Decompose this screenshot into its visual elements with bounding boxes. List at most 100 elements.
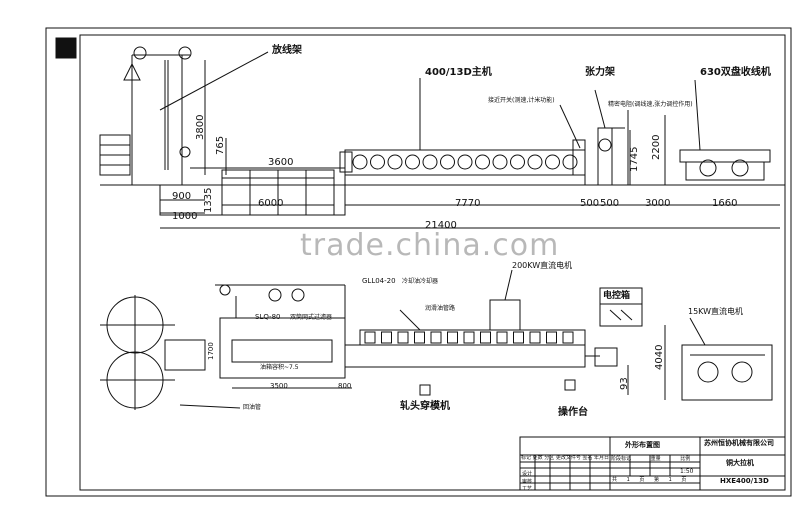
tb-sheet-word: 页 <box>639 477 645 483</box>
tb-sheet-word: 共 <box>612 477 618 483</box>
label-payoff-stand: 放线架 <box>272 45 302 56</box>
drum <box>562 154 578 170</box>
drum <box>545 154 560 170</box>
label-return-note: 回油管 <box>243 404 262 411</box>
inner-frame <box>79 34 786 491</box>
dim-1745: 1745 <box>629 146 640 172</box>
tb-row-label: 标记 <box>521 455 532 461</box>
drum <box>352 154 368 170</box>
tb-sheet-info: 共 1 页 第 1 页 <box>612 478 686 483</box>
label-tension-frame: 张力架 <box>585 67 615 78</box>
tb-row-label: 年月日 <box>594 455 610 461</box>
plan-drum <box>546 331 557 344</box>
tb-row-label: 签名 <box>582 455 593 461</box>
tb-row-labels: 标记 处数 分区 更改文件号 签名 年月日 <box>521 456 609 461</box>
dim-500b: 500 <box>600 198 620 209</box>
tb-sheet-word: 页 <box>681 477 687 483</box>
tb-col-label: 重量 <box>650 456 661 462</box>
label-control-cabinet: 电控箱 <box>603 291 631 301</box>
label-lube-note: 润滑油管路 <box>425 305 456 312</box>
plan-drum <box>414 331 425 344</box>
dim-1335: 1335 <box>203 187 214 213</box>
dim-3600: 3600 <box>268 157 294 168</box>
main-machine <box>339 139 586 185</box>
tb-col-label: 比例 <box>680 456 691 462</box>
label-slq-note: 双筒网式过滤器 <box>290 314 333 321</box>
tb-row-label: 更改文件号 <box>555 455 581 461</box>
drum <box>527 154 543 170</box>
plan-drum <box>513 331 524 344</box>
plan-drum <box>496 331 508 344</box>
label-motor-200kw: 200KW直流电机 <box>512 261 573 270</box>
payoff-plan <box>100 295 206 410</box>
main-machine-drums <box>352 154 578 170</box>
watermark: trade.china.com <box>300 228 560 263</box>
drum <box>370 154 385 170</box>
tb-sheet-total: 1 <box>626 477 630 483</box>
drum <box>440 154 455 170</box>
tb-product: 铜大拉机 <box>726 459 754 467</box>
title-block <box>519 436 786 491</box>
dim-500a: 500 <box>580 198 600 209</box>
plan-drum <box>397 331 409 344</box>
console-box <box>564 379 576 391</box>
dim-3500: 3500 <box>270 382 288 390</box>
dim-1700: 1700 <box>207 342 215 360</box>
tb-company: 苏州恒协机械有限公司 <box>704 439 774 447</box>
dim-1660: 1660 <box>712 198 738 209</box>
control-cabinet <box>599 287 643 327</box>
label-take-up: 630双盘收线机 <box>700 67 771 78</box>
tb-sheet-num: 1 <box>668 477 672 483</box>
drum <box>457 154 473 170</box>
tension-frame <box>597 127 625 186</box>
drum <box>475 154 490 170</box>
take-up-plan <box>594 344 773 401</box>
label-switches-note: 接近开关(测速,计米功能) <box>488 97 555 104</box>
label-console: 操作台 <box>558 407 588 418</box>
label-main-machine: 400/13D主机 <box>425 67 492 78</box>
dim-800: 800 <box>338 382 352 390</box>
plan-drums <box>364 331 574 344</box>
drum <box>422 154 438 170</box>
drum <box>492 154 508 170</box>
tb-role-design: 设计 <box>522 471 533 477</box>
dim-765: 765 <box>215 135 226 155</box>
dim-3000: 3000 <box>645 198 671 209</box>
tb-role-review: 审核 <box>522 479 533 485</box>
water-tank <box>221 169 335 216</box>
label-slq-filter: SLQ-80 <box>255 313 281 321</box>
dim-7770: 7770 <box>455 198 481 209</box>
dim-1000: 1000 <box>172 211 198 222</box>
label-pointing-machine: 轧头穿模机 <box>400 401 450 412</box>
tb-role-process: 工艺 <box>522 486 533 492</box>
plan-drum <box>480 331 491 344</box>
corner-mark <box>55 37 77 59</box>
dim-900: 900 <box>172 191 192 202</box>
plan-drum <box>364 331 376 344</box>
dim-4040: 4040 <box>654 344 665 370</box>
pointing-machine-box <box>419 384 431 396</box>
take-up-machine <box>627 110 775 186</box>
dim-2200: 2200 <box>651 134 662 160</box>
label-gll-note: 冷却油冷却器 <box>402 278 439 285</box>
main-machine-plan <box>344 299 600 368</box>
plan-drum <box>529 331 541 344</box>
payoff-stand <box>99 46 192 185</box>
plan-drum <box>562 331 574 344</box>
tb-row-label: 分区 <box>544 455 555 461</box>
tb-sheet-word: 第 <box>654 477 660 483</box>
drum <box>387 154 403 170</box>
outer-frame <box>45 27 792 497</box>
tb-col-labels: 阶段标记 重量 比例 <box>611 457 690 462</box>
tb-model: HXE400/13D <box>720 477 769 485</box>
tb-col-label: 阶段标记 <box>611 456 632 462</box>
label-dancer-note: 精密电阻(调线速,张力调控作用) <box>608 101 693 108</box>
plan-drum <box>430 331 442 344</box>
plan-drum <box>463 331 475 344</box>
label-tank-note: 油箱容积~7.5 <box>260 364 299 371</box>
plan-drum <box>381 331 392 344</box>
dim-93: 93 <box>619 377 630 390</box>
drum <box>405 154 420 170</box>
dim-6000: 6000 <box>258 198 284 209</box>
